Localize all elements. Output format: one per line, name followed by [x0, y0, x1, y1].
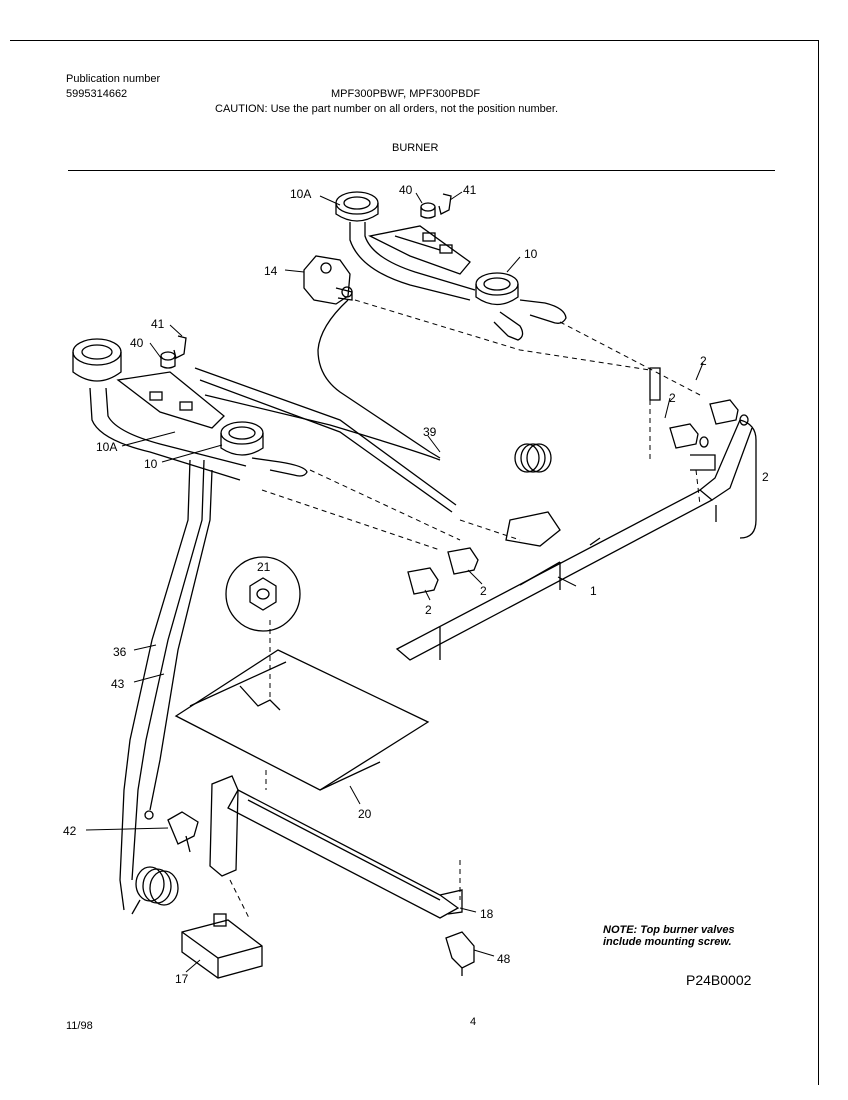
- valve-2-mid: [669, 423, 709, 449]
- callout-42: 42: [63, 824, 77, 838]
- coil-lower: [135, 866, 179, 906]
- callout-36: 36: [113, 645, 127, 659]
- publication-number: 5995314662: [66, 88, 128, 100]
- note-line-1: NOTE: Top burner valves: [603, 924, 735, 936]
- model-numbers: MPF300PBWF, MPF300PBDF: [331, 88, 481, 100]
- callout-10A-top: 10A: [290, 187, 311, 201]
- callout-2-d: 2: [425, 603, 432, 617]
- callout-39: 39: [423, 425, 437, 439]
- tube-manifold-upper: [194, 367, 457, 506]
- callout-43: 43: [111, 677, 125, 691]
- bracket-group-2: [739, 419, 757, 539]
- callout-18: 18: [480, 907, 494, 921]
- rear-burner-10: [475, 272, 567, 341]
- part-14-regulator: [303, 255, 353, 305]
- callout-41-left: 41: [151, 317, 165, 331]
- note-line-2: include mounting screw.: [603, 936, 732, 948]
- callout-2-a: 2: [700, 354, 707, 368]
- callout-17: 17: [175, 972, 189, 986]
- callout-40-top: 40: [399, 183, 413, 197]
- tube-36: [119, 459, 191, 911]
- rear-burner-bracket: [368, 225, 471, 275]
- part-40-top: [420, 202, 436, 219]
- tube-fitting-36: [144, 810, 154, 820]
- note-text: NOTE: Top burner valves include mounting…: [603, 924, 735, 948]
- callout-20: 20: [358, 807, 372, 821]
- rear-burner-10A: [335, 191, 476, 301]
- safety-valve-17: [181, 913, 263, 979]
- callout-2-c: 2: [480, 584, 487, 598]
- bracket-42: [167, 811, 199, 853]
- footer-date: 11/98: [66, 1020, 93, 1032]
- callout-48: 48: [497, 952, 511, 966]
- front-burner-10: [220, 421, 308, 477]
- coil-center: [514, 443, 552, 473]
- tube-39-upper: [317, 299, 431, 453]
- callout-10-left: 10: [144, 457, 158, 471]
- page-frame: [10, 40, 819, 1085]
- front-burner-10A: [72, 338, 247, 481]
- section-title: BURNER: [392, 142, 439, 154]
- part-40-left: [160, 351, 176, 369]
- valve-2-lower-a: [447, 547, 479, 575]
- part-41-top: [438, 193, 452, 215]
- manifold-1: [395, 419, 753, 661]
- spark-module: [505, 511, 561, 547]
- tube-43: [149, 469, 213, 811]
- drawing-code: P24B0002: [686, 972, 752, 988]
- callout-2-b: 2: [669, 391, 676, 405]
- nut-21-detail: [225, 556, 301, 632]
- part-41-left: [173, 335, 187, 359]
- valve-2-lower-b: [407, 567, 439, 595]
- front-burner-bracket: [116, 371, 225, 429]
- caution-text: CAUTION: Use the part number on all orde…: [215, 103, 558, 115]
- baffle-20: [174, 649, 430, 791]
- callout-41-top: 41: [463, 183, 477, 197]
- footer-page-number: 4: [470, 1016, 477, 1028]
- callout-40-left: 40: [130, 336, 144, 350]
- oven-burner-18: [209, 775, 463, 919]
- callout-10A-left: 10A: [96, 440, 117, 454]
- publication-label: Publication number: [66, 73, 161, 85]
- callout-21: 21: [257, 560, 271, 574]
- callout-1: 1: [590, 584, 597, 598]
- bracket-48: [445, 931, 475, 976]
- header-divider: [68, 170, 775, 171]
- callout-14: 14: [264, 264, 278, 278]
- callout-10-top: 10: [524, 247, 538, 261]
- callout-2-bracket: 2: [762, 470, 769, 484]
